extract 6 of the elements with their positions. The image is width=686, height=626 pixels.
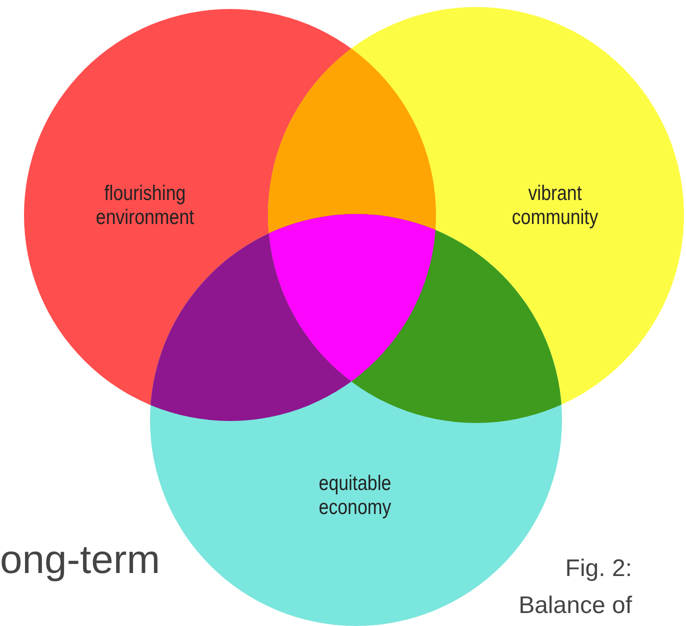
circle-label: vibrant community <box>482 182 628 230</box>
circle-label: flourishing environment <box>68 182 222 230</box>
heading-fragment: ong-term <box>0 538 160 583</box>
figure-caption-text: Balance of <box>518 592 632 620</box>
circle-label: equitable economy <box>282 472 428 520</box>
figure-caption-text: Fig. 2: <box>565 555 632 583</box>
